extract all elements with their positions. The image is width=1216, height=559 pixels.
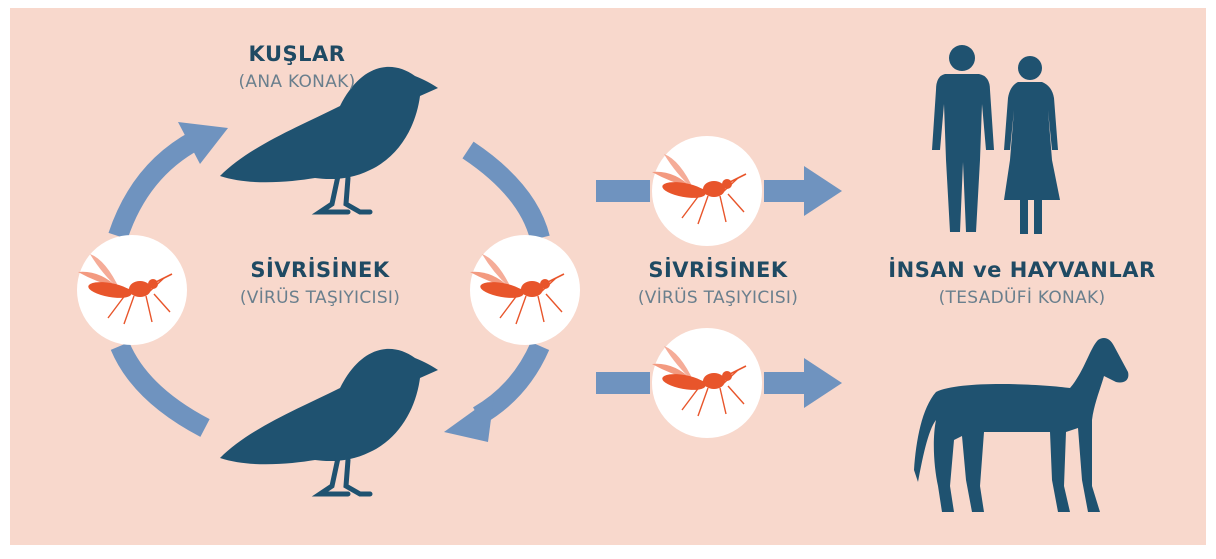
cycle-arrowhead-bottom-right (444, 396, 494, 442)
cycle-arrow-top-left (118, 140, 196, 236)
mosquito-title-right: SİVRİSİNEK (648, 258, 787, 282)
mosquito-circle-left (77, 235, 187, 345)
cycle-arrow-bottom-left (120, 346, 205, 428)
mosquito-subtitle-left: (VİRÜS TAŞIYICISI) (240, 288, 400, 308)
cycle-arrow-top-right (468, 150, 540, 238)
mosquito-title-left: SİVRİSİNEK (250, 258, 389, 282)
horse-icon (914, 338, 1128, 512)
hosts-subtitle: (TESADÜFİ KONAK) (939, 288, 1106, 308)
mosquito-circle-center (470, 235, 580, 345)
arrow-to-humans-head (804, 166, 842, 216)
birds-title: KUŞLAR (249, 42, 346, 66)
arrow-to-humans-body (764, 180, 806, 202)
mosquito-circle-lower-right (652, 328, 762, 438)
arrow-to-horse-tail (596, 372, 650, 394)
birds-subtitle: (ANA KONAK) (238, 72, 355, 92)
arrow-to-horse-head (804, 358, 842, 408)
mosquito-circle-upper-right (652, 136, 762, 246)
mosquito-subtitle-right: (VİRÜS TAŞIYICISI) (638, 288, 798, 308)
arrow-to-humans-tail (596, 180, 650, 202)
hosts-title: İNSAN ve HAYVANLAR (888, 258, 1155, 282)
arrow-to-horse-body (764, 372, 806, 394)
bird-icon (220, 349, 438, 494)
humans-icon (932, 45, 1060, 234)
